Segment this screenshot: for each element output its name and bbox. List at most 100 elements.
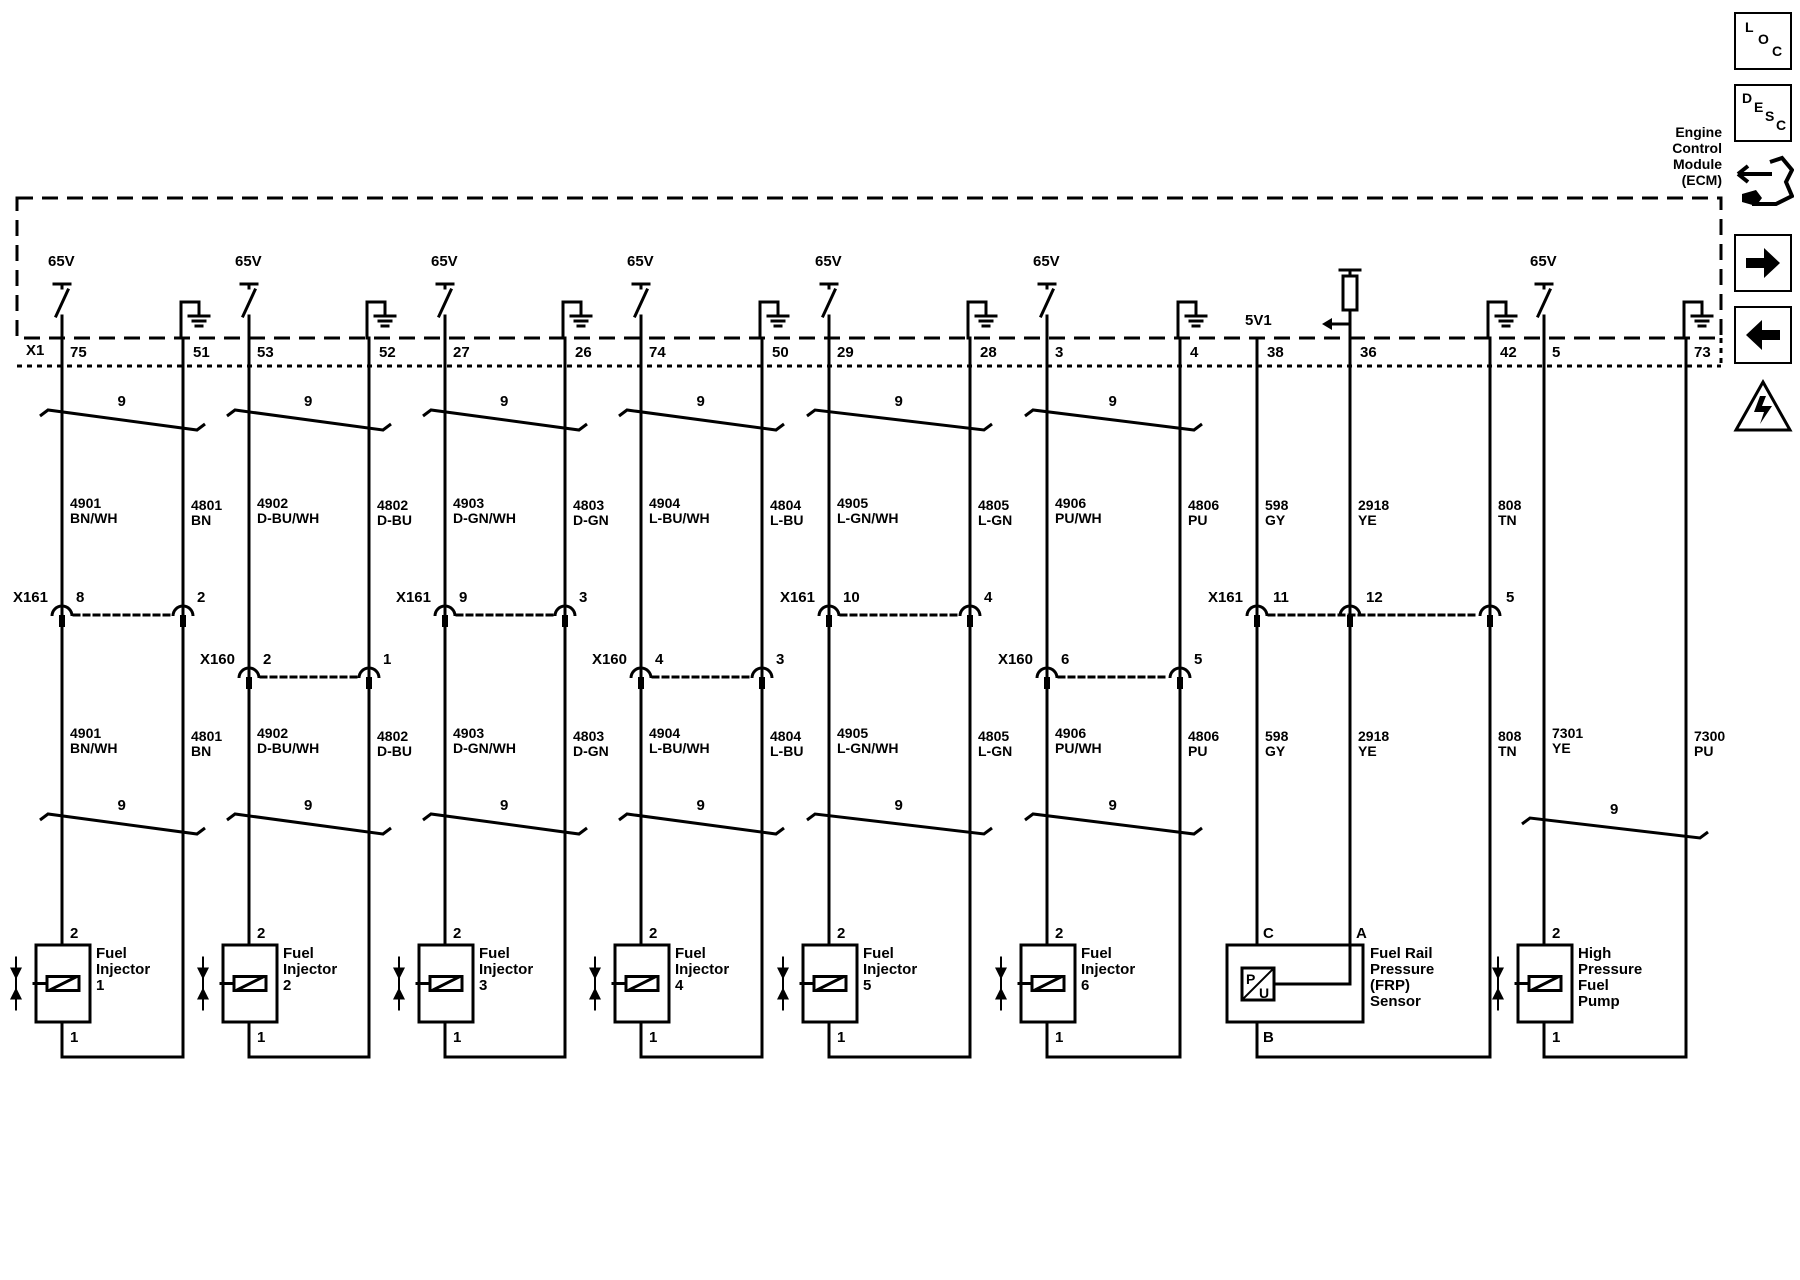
inline-pin-number: 5 (1194, 651, 1202, 668)
desc-letter: E (1754, 99, 1764, 115)
wire-color: D-GN (573, 512, 609, 528)
wire-circuit-number: 4804 (770, 728, 801, 744)
ecm-pin-number: 52 (379, 344, 396, 361)
wire-color: L-BU/WH (649, 740, 710, 756)
inline-connector-pin (817, 604, 841, 617)
switch-voltage-label: 65V (1530, 253, 1557, 270)
inline-connector-pin (50, 604, 74, 617)
wire-color: L-GN (978, 743, 1012, 759)
inline-connector-pin-body (1487, 615, 1493, 627)
component-label: Injector (283, 961, 337, 978)
wire-color: BN (191, 743, 211, 759)
arrow-right-icon[interactable] (1734, 234, 1792, 292)
inline-connector-pin (1035, 666, 1059, 679)
solenoid-slash (815, 975, 845, 992)
component-label: Fuel (675, 945, 706, 962)
wire-color: YE (1552, 740, 1571, 756)
wire-color: L-GN/WH (837, 510, 898, 526)
component-label: 1 (96, 977, 104, 994)
wire-color: YE (1358, 743, 1377, 759)
wire-circuit-number: 4906 (1055, 495, 1086, 511)
wire-color: TN (1498, 743, 1517, 759)
wire-circuit-number: 4805 (978, 497, 1009, 513)
wire-circuit-number: 7300 (1694, 728, 1725, 744)
switch-blade (1536, 288, 1552, 318)
inline-connector-pin-body (1347, 615, 1353, 627)
wire-bundle-mark (1024, 408, 1203, 432)
component-label: Injector (675, 961, 729, 978)
inline-connector-pin (171, 604, 195, 617)
component-pin-number: 2 (70, 925, 78, 942)
engine-control-module-icon[interactable] (1732, 152, 1795, 216)
ecm-pin-number: 28 (980, 344, 997, 361)
component-label: Fuel (479, 945, 510, 962)
wire-bundle-mark (422, 812, 588, 836)
wire-color: D-BU (377, 743, 412, 759)
component-pin-number: 1 (649, 1029, 657, 1046)
inline-connector-label: X161 (1208, 589, 1243, 606)
inline-connector-pin (1168, 666, 1192, 679)
component-label: 3 (479, 977, 487, 994)
wire-circuit-number: 4904 (649, 725, 680, 741)
component-label: 6 (1081, 977, 1089, 994)
ecm-pin-number: 42 (1500, 344, 1517, 361)
bundle-count: 9 (1109, 797, 1117, 814)
wire-bundle-mark (226, 812, 392, 836)
transducer-slash (1242, 968, 1274, 1000)
solenoid-slash (1530, 975, 1560, 992)
inline-connector-pin-body (1044, 677, 1050, 689)
wire-circuit-number: 4804 (770, 497, 801, 513)
wire-circuit-number: 4805 (978, 728, 1009, 744)
wire-color: D-GN/WH (453, 740, 516, 756)
bundle-count: 9 (895, 797, 903, 814)
desc-letter: C (1776, 117, 1787, 133)
wire-color: PU (1188, 743, 1207, 759)
wire-color: L-GN/WH (837, 740, 898, 756)
wire-circuit-number: 4901 (70, 495, 101, 511)
inline-pin-number: 9 (459, 589, 467, 606)
wire-color: D-GN/WH (453, 510, 516, 526)
wire-bundle-mark (1024, 812, 1203, 836)
wire-bundle-mark (422, 408, 588, 432)
ecm-pin-number: 36 (1360, 344, 1377, 361)
switch-blade (437, 288, 453, 318)
wire-color: D-BU/WH (257, 510, 319, 526)
inline-connector-label: X160 (998, 651, 1033, 668)
inline-connector-pin (958, 604, 982, 617)
ecm-pin-number: 53 (257, 344, 274, 361)
bundle-count: 9 (1109, 393, 1117, 410)
desc-icon[interactable]: D E S C (1734, 84, 1792, 142)
wire-color: D-BU (377, 512, 412, 528)
ecm-label-line: Control (1672, 140, 1722, 156)
wire-bundle-mark (618, 408, 785, 432)
inline-connector-pin (237, 666, 261, 679)
wire-circuit-number: 808 (1498, 497, 1522, 513)
inline-connector-pin-body (759, 677, 765, 689)
wire-color: PU (1188, 512, 1207, 528)
wire-color: TN (1498, 512, 1517, 528)
esd-warning-icon[interactable] (1732, 378, 1794, 436)
loc-icon[interactable]: L O C (1734, 12, 1792, 70)
bundle-count: 9 (1610, 801, 1618, 818)
switch-blade (54, 288, 70, 318)
arrow-left-icon[interactable] (1734, 306, 1792, 364)
wire-color: BN/WH (70, 740, 117, 756)
inline-connector-pin-body (638, 677, 644, 689)
inline-pin-number: 11 (1273, 589, 1289, 606)
bundle-count: 9 (118, 797, 126, 814)
ecm-pin-number: 50 (772, 344, 789, 361)
wire-color: BN/WH (70, 510, 117, 526)
wire-color: D-BU/WH (257, 740, 319, 756)
component-pin-number: 1 (1055, 1029, 1063, 1046)
ecm-pin-number: 27 (453, 344, 470, 361)
switch-blade (633, 288, 649, 318)
component-pin-number: 1 (70, 1029, 78, 1046)
inline-connector-pin (433, 604, 457, 617)
inline-connector-label: X161 (396, 589, 431, 606)
wire-circuit-number: 598 (1265, 497, 1289, 513)
wire-bundle-mark (618, 812, 785, 836)
component-label: Injector (1081, 961, 1135, 978)
component-label: Injector (863, 961, 917, 978)
switch-blade (821, 288, 837, 318)
inline-connector-pin-body (967, 615, 973, 627)
